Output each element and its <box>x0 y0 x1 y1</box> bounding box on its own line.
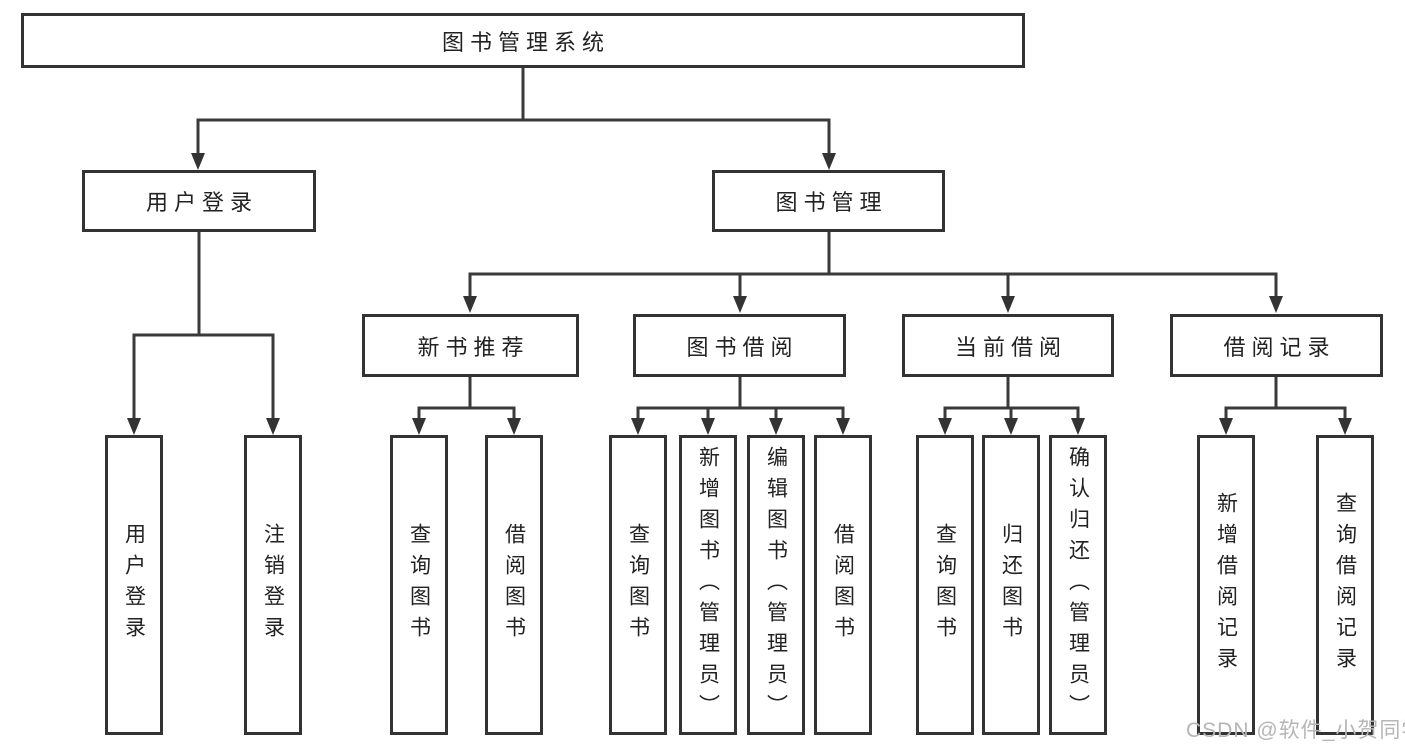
connector-current-borrow <box>938 374 1085 435</box>
node-query-books-1: 查询图书 <box>390 435 448 735</box>
node-add-books-admin: 新增图书（管理员） <box>679 435 737 735</box>
node-user-login: 用户登录 <box>82 170 316 232</box>
connector-book-borrow <box>631 374 850 435</box>
node-query-borrow-record: 查询借阅记录 <box>1316 435 1374 735</box>
node-return-books: 归还图书 <box>982 435 1040 735</box>
node-borrow-books-1: 借阅图书 <box>485 435 543 735</box>
connector-new-book-recommend <box>412 374 521 435</box>
connector-root <box>191 66 836 170</box>
connector-user-login <box>127 230 280 435</box>
node-new-book-recommend: 新书推荐 <box>362 314 579 377</box>
connector-borrow-records <box>1219 374 1352 435</box>
node-query-books-3: 查询图书 <box>916 435 974 735</box>
node-current-borrow: 当前借阅 <box>902 314 1114 377</box>
node-book-borrow: 图书借阅 <box>633 314 846 377</box>
connector-book-management <box>463 230 1283 313</box>
node-add-borrow-record: 新增借阅记录 <box>1197 435 1255 735</box>
csdn-watermark: CSDN @软件_小贺同学 <box>1186 719 1405 742</box>
node-borrow-records: 借阅记录 <box>1170 314 1383 377</box>
node-query-books-2: 查询图书 <box>609 435 667 735</box>
node-logout-leaf: 注销登录 <box>244 435 302 735</box>
node-confirm-return-admin: 确认归还（管理员） <box>1049 435 1107 735</box>
node-library-management-system: 图书管理系统 <box>21 13 1025 68</box>
node-borrow-books-2: 借阅图书 <box>814 435 872 735</box>
node-book-management: 图书管理 <box>712 170 945 232</box>
node-edit-books-admin: 编辑图书（管理员） <box>747 435 805 735</box>
node-user-login-leaf: 用户登录 <box>105 435 163 735</box>
